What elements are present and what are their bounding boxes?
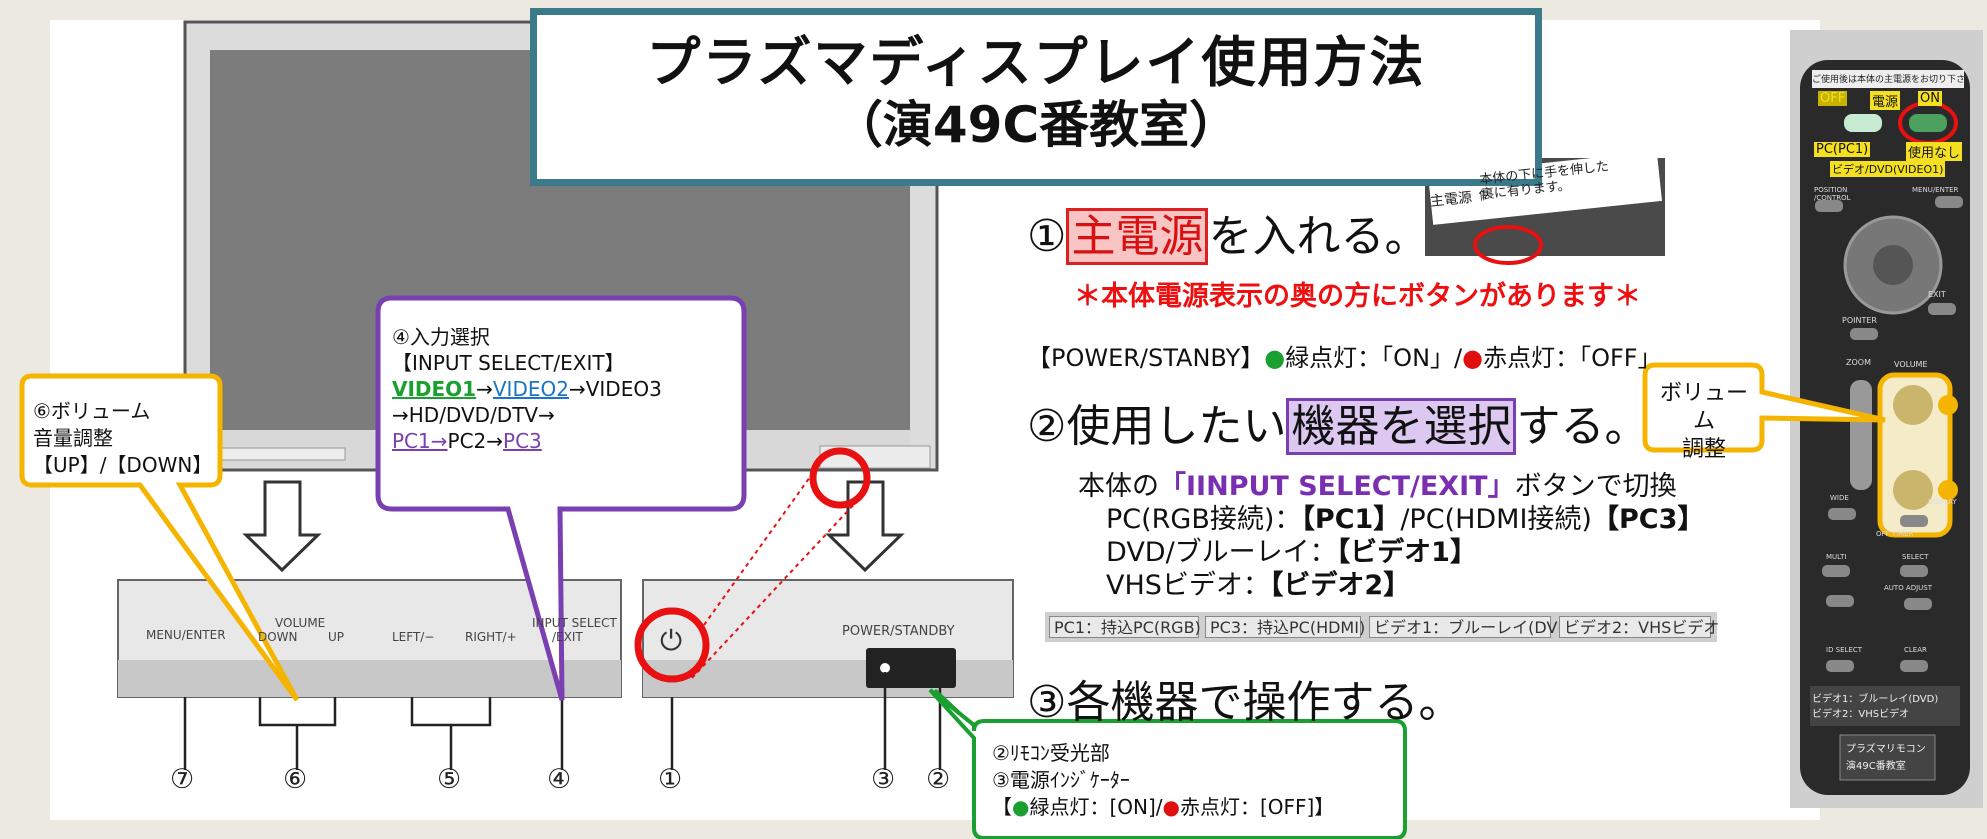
remote-label-1: プラズマリモコン [1846, 744, 1926, 755]
number-3: ③ [871, 764, 896, 795]
title-line1: プラズマディスプレイ使用方法 [646, 31, 1426, 94]
remote-none-label: 使用なし [1906, 142, 1963, 161]
remote-volume-up-button [1893, 385, 1933, 425]
number-7: ⑦ [170, 764, 195, 795]
panel-label-input: INPUT SELECT [532, 616, 617, 630]
remote-sticker-v2: ビデオ2：VHSビデオ [1812, 709, 1910, 720]
sensor-callout: ②ﾘﾓｺﾝ受光部 ③電源ｲﾝｼﾞｹｰﾀｰ 【●緑点灯：[ON]/●赤点灯：[OF… [992, 741, 1335, 819]
panel-label-menu: MENU/ENTER [146, 628, 226, 642]
remote-top-text: ご使用後は本体の主電源をお切り下さい [1812, 75, 1964, 85]
step2: ②使用したい機器を選択する。 [1027, 390, 1648, 455]
panel-label-power: POWER/STANDBY [842, 624, 955, 639]
tab-video1: ビデオ1：ブルーレイ(DVD) [1369, 616, 1576, 638]
panel-left-stripe [118, 660, 621, 697]
green-callout-shape [928, 688, 1407, 839]
title-line2: （演49C番教室） [832, 96, 1240, 154]
power-note: ＊本体電源表示の奥の方にボタンがあります＊ [1074, 281, 1641, 312]
remote-off-label: OFF [1818, 91, 1848, 106]
panel-label-exit: /EXIT [552, 630, 583, 644]
tv-control-strip-left [214, 447, 346, 461]
number-1: ① [658, 764, 683, 795]
remote-sensor-window [866, 648, 956, 688]
remote-exit-label: EXIT [1928, 290, 1946, 299]
panel-label-down: DOWN [258, 630, 298, 644]
number-2: ② [926, 764, 951, 795]
panel-label-left: LEFT/− [392, 630, 435, 644]
volume-callout: ⑥ボリューム 音量調整 【UP】/【DOWN】 [33, 399, 213, 477]
remote-callout-shape [1642, 362, 1886, 453]
volume-callout-shape [19, 373, 300, 702]
step1-highlight: 主電源 [1066, 208, 1209, 265]
remote-video-label: ビデオ/DVD(VIDEO1) [1830, 161, 1946, 177]
number-4: ④ [547, 764, 572, 795]
remote-pc-label: PC(PC1) [1814, 142, 1871, 157]
remote-on-label: ON [1918, 91, 1942, 106]
power-indicator-led [880, 663, 890, 673]
step2-highlight: 機器を選択 [1286, 398, 1517, 455]
panel-label-right: RIGHT/+ [465, 630, 517, 644]
tab-pc3: PC3：持込PC(HDMI) [1205, 616, 1365, 638]
input-tabs-photo: PC1：持込PC(RGB) PC3：持込PC(HDMI) ビデオ1：ブルーレイ(… [1045, 612, 1719, 642]
number-6: ⑥ [283, 764, 308, 795]
remote-offtimer-label: OFF TIMER [1876, 530, 1914, 538]
tab-video2: ビデオ2：VHSビデオ [1559, 616, 1719, 638]
remote-display-label: DISPLAY [1928, 498, 1957, 506]
panel-label-up: UP [328, 630, 345, 644]
remote-position-label: POSITION /CONTROL [1814, 186, 1851, 202]
remote-idselect-label: ID SELECT [1826, 646, 1863, 654]
remote-zoom-label: ZOOM [1846, 358, 1871, 367]
input-callout: ④入力選択 【INPUT SELECT/EXIT】 VIDEO1→VIDEO2→… [392, 325, 662, 453]
remote-label-2: 演49C番教室 [1846, 761, 1906, 772]
remote-on-button [1909, 114, 1947, 132]
tv-power-highlight [809, 447, 871, 509]
remote-clear-label: CLEAR [1904, 646, 1927, 654]
remote-wide-label: WIDE [1830, 494, 1849, 502]
instructions: 本体の「IINPUT SELECT/EXIT」ボタンで切換 PC(RGB接続)：… [1078, 471, 1705, 601]
number-5: ⑤ [437, 764, 462, 795]
arrow-right [825, 480, 905, 573]
title-box: プラズマディスプレイ使用方法 （演49C番教室） [530, 8, 1542, 186]
remote-volume-down-button [1893, 470, 1933, 510]
power-button-highlight [634, 607, 710, 683]
power-symbol-icon: ⏻ [660, 624, 683, 657]
remote-multi-label: MULTI [1826, 553, 1847, 561]
remote-menu-label: MENU/ENTER [1912, 186, 1959, 194]
tab-pc1: PC1：持込PC(RGB) [1049, 616, 1201, 638]
remote-auto-label: AUTO ADJUST [1884, 584, 1933, 592]
panel-label-volume: VOLUME [275, 616, 326, 630]
remote-pointer-label: POINTER [1842, 316, 1877, 325]
step3: ③各機器で操作する。 [1027, 677, 1463, 728]
remote-volume-label: VOLUME [1894, 360, 1928, 369]
remote-volume-callout: ボリューム 調整 [1659, 381, 1748, 462]
remote-sticker-v1: ビデオ1：ブルーレイ(DVD) [1812, 694, 1939, 705]
input-callout-shape [375, 295, 747, 701]
switch-highlight [1473, 225, 1543, 265]
arrow-left [242, 480, 322, 573]
remote-select-label: SELECT [1902, 553, 1929, 561]
power-status-line: 【POWER/STANBY】●緑点灯：「ON」/●赤点灯：「OFF」 [1027, 344, 1662, 372]
remote-power-label: 電源 [1870, 91, 1901, 110]
